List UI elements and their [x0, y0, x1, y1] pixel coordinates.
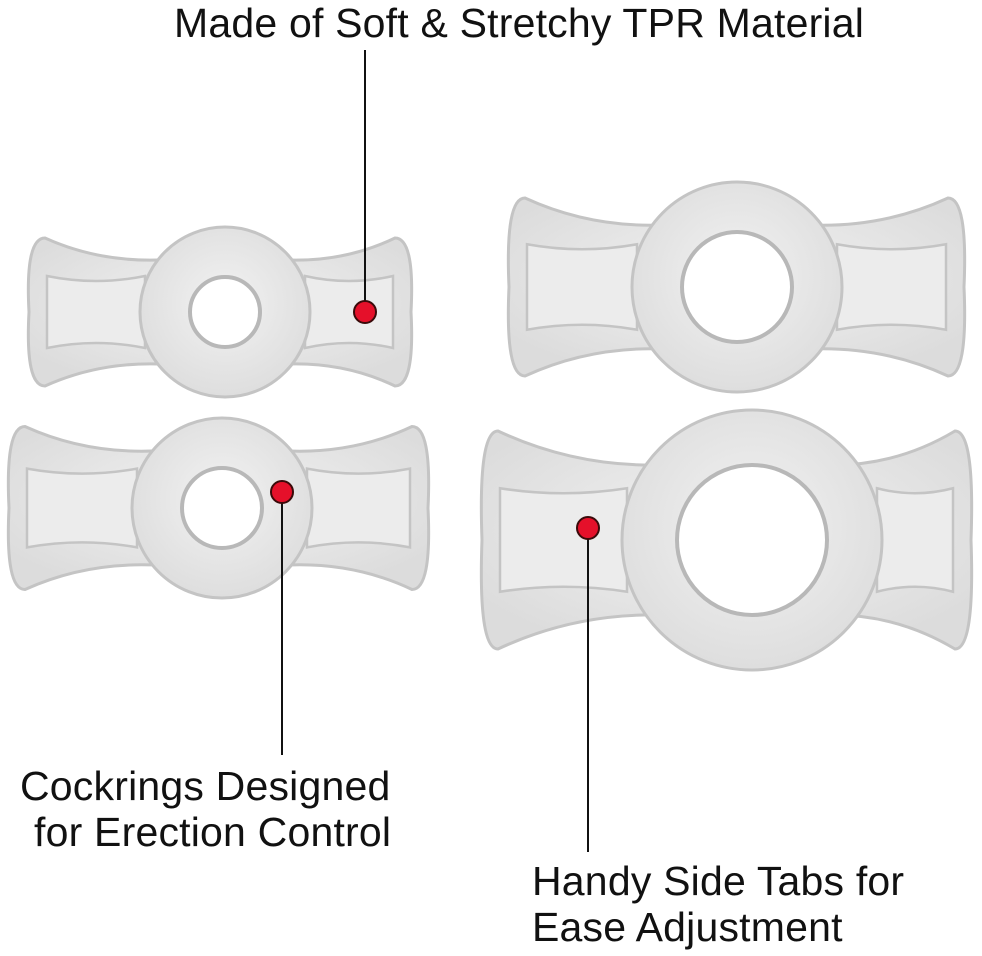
- ring-medium: [506, 180, 967, 394]
- tab-panel: [303, 274, 395, 350]
- ring-hole: [180, 466, 264, 550]
- callout-left-line1: Cockrings Designed: [20, 763, 391, 809]
- marker-dot-top: [353, 300, 377, 324]
- leader-lines: [281, 50, 589, 852]
- ring-hole: [188, 275, 262, 349]
- callout-right-line2: Ease Adjustment: [532, 904, 843, 950]
- ring-hole: [680, 230, 794, 344]
- tab-panel: [305, 467, 412, 549]
- tab-panel: [525, 242, 639, 332]
- marker-dot-left: [270, 480, 294, 504]
- ring-small-2: [6, 416, 431, 600]
- tab-panel: [835, 242, 948, 332]
- ring-large: [479, 408, 974, 672]
- ring-small: [26, 225, 414, 399]
- tab-panel: [875, 486, 955, 594]
- callout-left-line2: for Erection Control: [34, 809, 392, 855]
- ring-hole: [675, 463, 829, 617]
- callout-top: Made of Soft & Stretchy TPR Material: [174, 0, 865, 46]
- tab-panel: [25, 467, 139, 549]
- callout-right-line1: Handy Side Tabs for: [532, 858, 905, 904]
- tab-panel: [498, 486, 629, 594]
- marker-dot-right: [576, 516, 600, 540]
- tab-panel: [45, 274, 147, 350]
- markers: [270, 300, 600, 540]
